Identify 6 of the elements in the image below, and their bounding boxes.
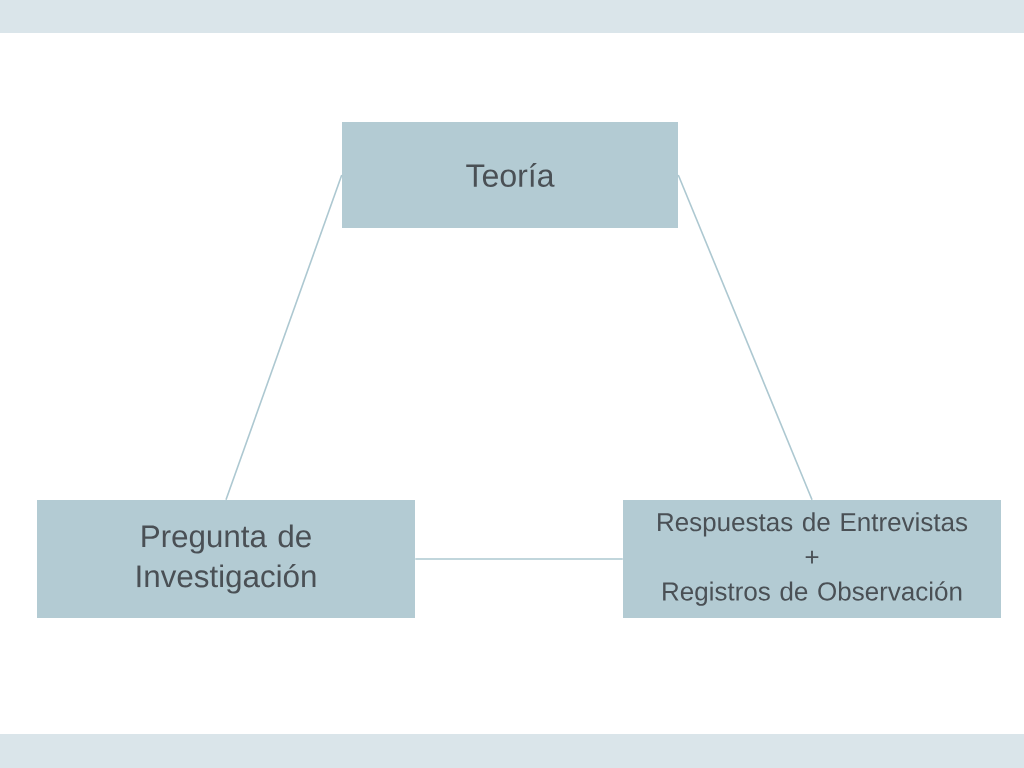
connector-line	[225, 174, 343, 501]
connector-line	[414, 558, 624, 560]
text-box: Respuestas de Entrevistas + Registros de Observación	[623, 500, 1001, 618]
connector-line	[677, 174, 813, 501]
text-box: Teoría	[342, 122, 678, 228]
text-box: Pregunta de Investigación	[37, 500, 415, 618]
